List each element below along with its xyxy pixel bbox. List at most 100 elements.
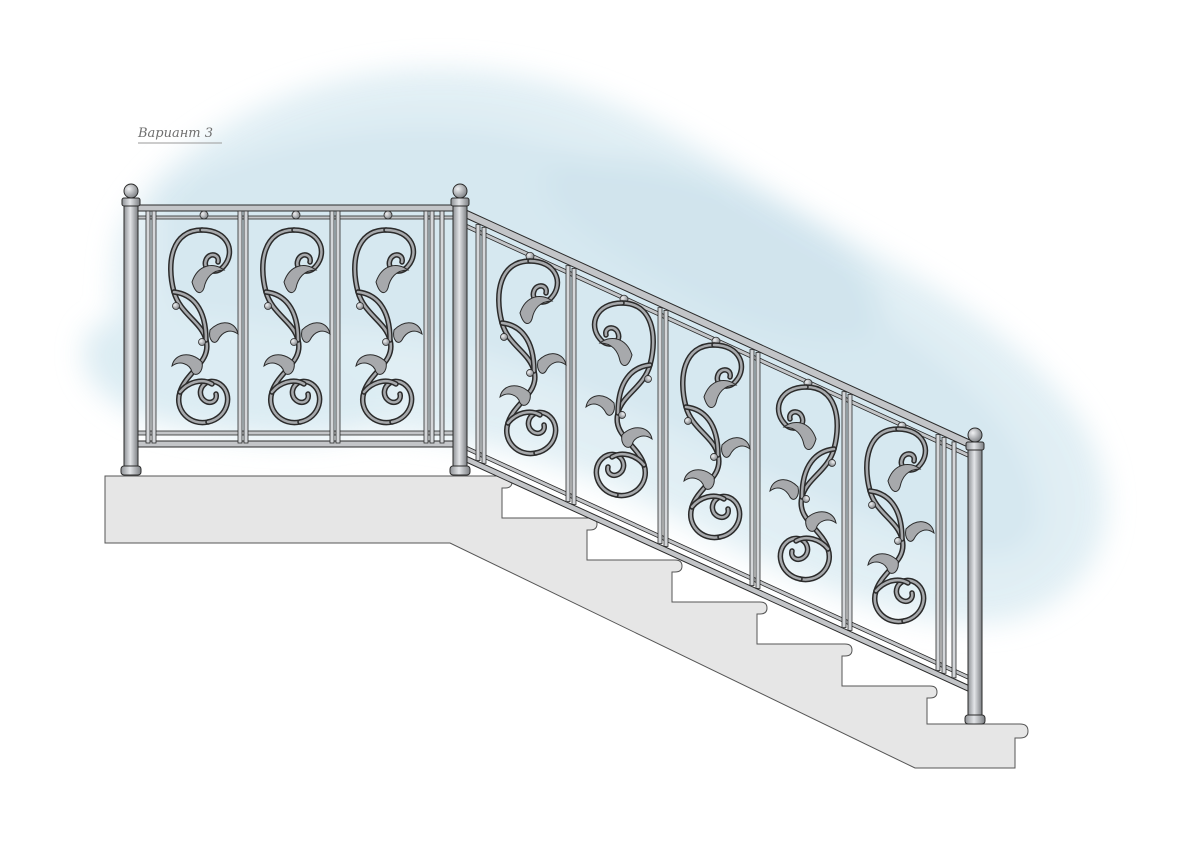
scroll-curve-highlight	[199, 380, 229, 424]
acanthus-leaf	[355, 354, 387, 375]
rivet	[802, 495, 810, 503]
rivet	[172, 302, 180, 310]
post-left	[120, 183, 142, 476]
scroll-curve-highlight	[616, 363, 652, 415]
acanthus-leaf	[171, 354, 203, 375]
picket-bar	[951, 441, 957, 679]
bottom-rail-upper	[130, 430, 462, 436]
acanthus-leaf	[375, 265, 410, 293]
rail-bolt	[291, 210, 301, 220]
rivet	[828, 459, 836, 467]
acanthus-leaf	[393, 322, 423, 343]
scroll-curve-highlight	[610, 452, 646, 467]
scroll-curve-highlight	[794, 536, 830, 551]
scroll-motif-inner	[496, 258, 567, 457]
scroll-motif-inner	[864, 426, 935, 625]
picket-bar	[941, 436, 947, 674]
scroll-motif	[496, 258, 567, 457]
picket-bar	[841, 391, 847, 629]
scroll-panel-upper	[168, 227, 239, 426]
rivet	[618, 411, 626, 419]
scroll-motif-inner	[769, 384, 840, 583]
scroll-curve-highlight	[874, 578, 910, 593]
rivet	[356, 302, 364, 310]
scroll-curve-highlight	[264, 290, 300, 342]
picket-bar	[663, 309, 669, 547]
acanthus-leaf	[537, 353, 567, 374]
scroll-curve-highlight	[527, 411, 557, 455]
caption: Вариант 3	[137, 126, 213, 141]
scroll-panel-lower	[585, 300, 656, 499]
scroll-panel-lower	[864, 426, 935, 625]
scroll-curve-highlight	[500, 321, 536, 373]
acanthus-leaf	[867, 553, 899, 574]
scroll-curve-highlight	[690, 494, 726, 509]
scroll-curve-highlight	[595, 453, 625, 497]
scroll-panel-lower	[496, 258, 567, 457]
scroll-curve-highlight	[178, 380, 214, 394]
scroll-panel-lower	[680, 342, 751, 541]
rail-bolt	[199, 210, 209, 220]
scroll-motif-inner	[352, 227, 423, 426]
acanthus-leaf	[209, 322, 239, 343]
rivet	[290, 338, 298, 346]
scroll-curve-highlight	[800, 447, 836, 499]
top-rail-upper	[130, 204, 462, 212]
scroll-motif	[769, 384, 840, 583]
picket-bar	[571, 267, 577, 505]
picket-bar	[329, 210, 335, 444]
picket-bar	[749, 349, 755, 587]
picket-bar	[475, 224, 481, 461]
rivet	[684, 417, 692, 425]
scroll-motif	[260, 227, 331, 426]
picket-bar	[237, 210, 243, 444]
posts	[120, 183, 986, 725]
scroll-curve-highlight	[895, 579, 925, 623]
picket-bar	[429, 210, 435, 444]
acanthus-leaf	[621, 427, 653, 448]
acanthus-leaf	[263, 354, 295, 375]
acanthus-leaf	[598, 337, 633, 366]
rivet	[500, 333, 508, 341]
picket-bar	[439, 210, 445, 444]
acanthus-leaf	[721, 437, 751, 458]
scroll-curve-highlight	[711, 495, 741, 539]
rivet	[710, 453, 718, 461]
scroll-motif-inner	[680, 342, 751, 541]
scroll-curve-highlight	[172, 290, 208, 342]
scroll-panel-upper	[260, 227, 331, 426]
acanthus-leaf	[301, 322, 331, 343]
picket-bar	[657, 307, 663, 545]
scroll-curve-highlight	[684, 405, 720, 457]
picket-bar	[243, 210, 249, 444]
picket-bar	[145, 210, 151, 444]
rivet	[526, 369, 534, 377]
picket-bar	[847, 393, 853, 631]
scroll-panel-lower	[769, 384, 840, 583]
picket-bar	[335, 210, 341, 444]
scroll-motif-inner	[585, 300, 656, 499]
acanthus-leaf	[703, 379, 738, 408]
scroll-motif	[168, 227, 239, 426]
rail-bolt	[383, 210, 393, 220]
scroll-motif	[352, 227, 423, 426]
acanthus-leaf	[887, 463, 922, 492]
rivet	[868, 501, 876, 509]
acanthus-leaf	[283, 265, 318, 293]
scroll-curve-highlight	[362, 380, 398, 394]
scroll-motif	[864, 426, 935, 625]
rivet	[198, 338, 206, 346]
scroll-motif	[680, 342, 751, 541]
rivet	[382, 338, 390, 346]
acanthus-leaf	[782, 421, 817, 450]
picket-bar	[423, 210, 429, 444]
acanthus-leaf	[191, 265, 226, 293]
picket-bar	[481, 226, 487, 464]
scroll-curve-highlight	[506, 410, 542, 425]
acanthus-leaf	[683, 469, 715, 490]
scroll-motif	[585, 300, 656, 499]
scroll-curve-highlight	[356, 290, 392, 342]
acanthus-leaf	[585, 395, 615, 416]
lower-railing	[465, 209, 973, 694]
